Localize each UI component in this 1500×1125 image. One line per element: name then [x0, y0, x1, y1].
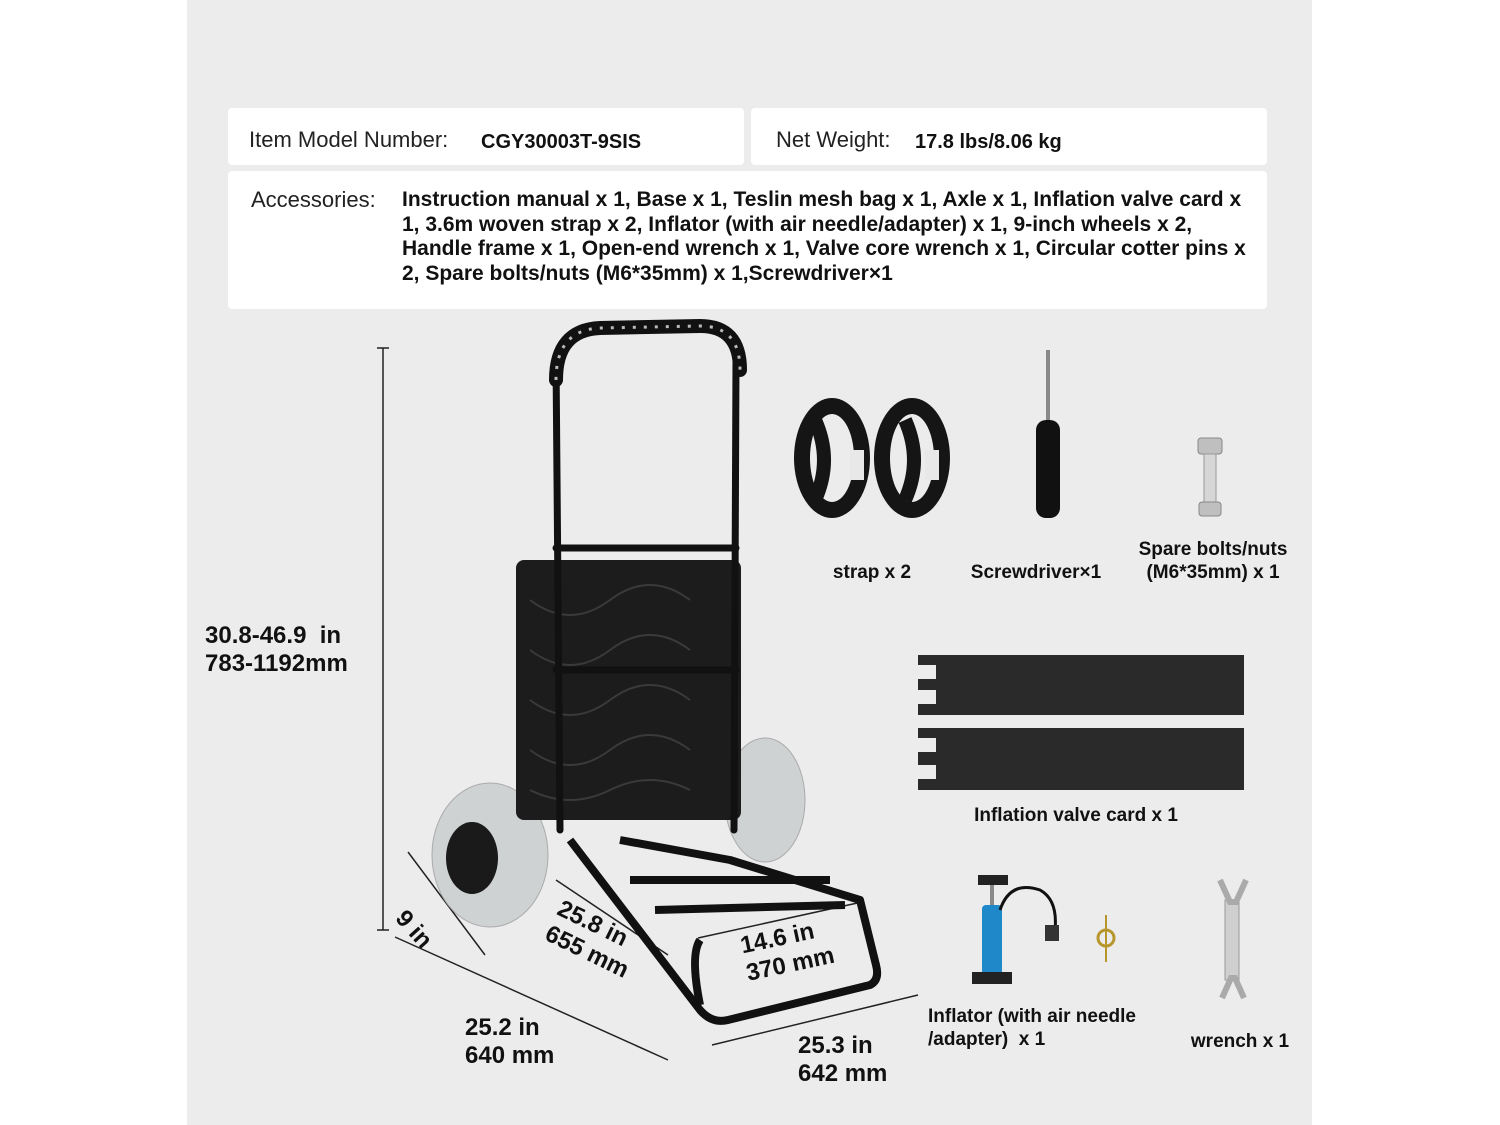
- bolts-caption-line2: (M6*35mm) x 1: [1146, 562, 1280, 583]
- wrench-image: [1217, 878, 1249, 1000]
- bolts-caption-line1: Spare bolts/nuts: [1138, 539, 1288, 560]
- base-length-mm: 642 mm: [798, 1060, 888, 1087]
- inflator-caption-line2: /adapter) x 1: [928, 1029, 1046, 1050]
- depth-in: 25.2 in: [465, 1014, 540, 1041]
- wrench-caption: wrench x 1: [1190, 1031, 1290, 1052]
- height-label: 30.8-46.9 in 783-1192mm: [205, 622, 348, 678]
- base-length-in: 25.3 in: [798, 1032, 873, 1059]
- accessories-card: [228, 171, 1267, 309]
- bolts-caption: Spare bolts/nuts (M6*35mm) x 1: [1125, 538, 1301, 584]
- screwdriver-image: [1036, 350, 1060, 518]
- accessories-list: Instruction manual x 1, Base x 1, Teslin…: [402, 188, 1246, 285]
- weight-card: [751, 108, 1267, 165]
- model-label: Item Model Number:: [249, 127, 449, 152]
- valve-card-caption: Inflation valve card x 1: [974, 805, 1178, 826]
- handle-grip: [549, 318, 747, 387]
- model-card: [228, 108, 744, 165]
- strap-image: [794, 398, 950, 518]
- height-in: 30.8-46.9 in: [205, 622, 342, 649]
- base-length-label: 25.3 in 642 mm: [798, 1032, 887, 1088]
- cart-image: [431, 318, 882, 1025]
- model-value: CGY30003T-9SIS: [481, 131, 642, 153]
- bolt-image: [1197, 437, 1223, 517]
- weight-label: Net Weight:: [776, 127, 891, 152]
- accessories-label: Accessories:: [251, 187, 376, 212]
- height-mm: 783-1192mm: [205, 650, 348, 677]
- valve-card-image: [918, 655, 1244, 790]
- inflator-image: [972, 875, 1116, 984]
- strap-caption: strap x 2: [832, 562, 912, 583]
- inflator-caption-line1: Inflator (with air needle: [928, 1006, 1136, 1027]
- depth-mm: 640 mm: [465, 1042, 555, 1069]
- inflator-caption: Inflator (with air needle /adapter) x 1: [928, 1005, 1178, 1051]
- weight-value: 17.8 lbs/8.06 kg: [915, 131, 1062, 153]
- depth-label: 25.2 in 640 mm: [465, 1014, 554, 1070]
- screwdriver-caption: Screwdriver×1: [970, 562, 1102, 583]
